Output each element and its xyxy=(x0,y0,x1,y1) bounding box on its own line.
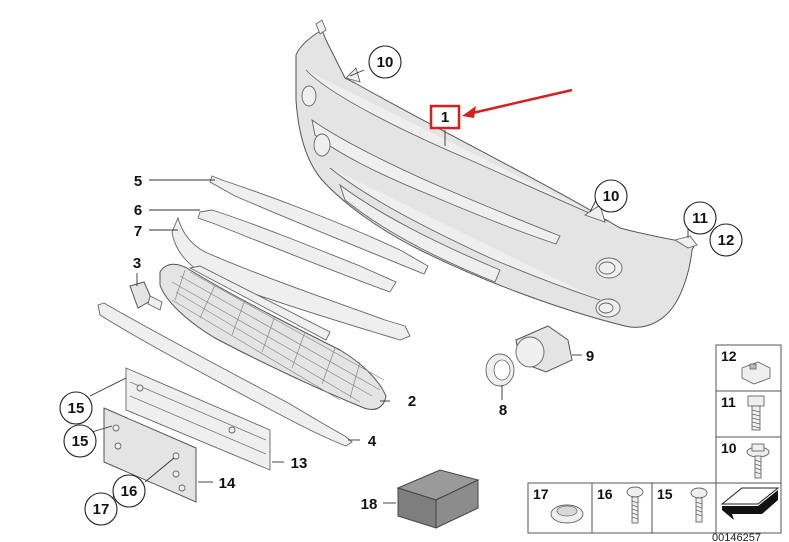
part-label-16[interactable]: 16 xyxy=(112,474,146,508)
part-label-1[interactable]: 1 xyxy=(429,104,461,130)
trim-strip-6 xyxy=(197,209,397,293)
tapping-screw-icon xyxy=(690,487,708,499)
trim-strip-4 xyxy=(97,302,353,447)
part-number-5[interactable]: 5 xyxy=(134,173,142,190)
part-label-17[interactable]: 17 xyxy=(84,492,118,526)
fastener-legend-row: 17 16 15 xyxy=(527,482,782,534)
fog-housing-9 xyxy=(515,325,573,373)
part-number-8[interactable]: 8 xyxy=(499,402,507,419)
fastener-legend-column: 12 11 10 xyxy=(715,344,782,484)
clip-nut-icon xyxy=(741,361,771,385)
fastener-number-12: 12 xyxy=(721,348,737,364)
part-number-2[interactable]: 2 xyxy=(408,393,416,410)
part-number-11: 11 xyxy=(692,210,708,227)
bracket-3 xyxy=(129,281,163,311)
parts-box-18 xyxy=(396,469,480,529)
fastener-11-cell[interactable]: 11 xyxy=(721,394,765,431)
bumper-panel xyxy=(295,19,698,328)
part-number-10-right: 10 xyxy=(603,188,620,205)
next-page-arrow-icon xyxy=(720,487,780,505)
part-number-3[interactable]: 3 xyxy=(133,255,141,272)
fastener-16-cell[interactable]: 16 xyxy=(597,486,644,524)
highlight-arrow xyxy=(462,88,573,118)
part-number-15-top: 15 xyxy=(68,400,85,417)
grille-mesh xyxy=(159,263,387,410)
next-page-arrow-cell[interactable] xyxy=(720,487,780,520)
fastener-number-17: 17 xyxy=(533,486,549,502)
part-number-14[interactable]: 14 xyxy=(219,475,236,492)
part-number-18[interactable]: 18 xyxy=(361,496,378,513)
part-number-13[interactable]: 13 xyxy=(291,455,308,472)
part-number-4[interactable]: 4 xyxy=(368,433,377,450)
plate-mount xyxy=(103,407,197,503)
part-number-9[interactable]: 9 xyxy=(586,348,594,365)
fastener-17-cell[interactable]: 17 xyxy=(533,486,584,524)
part-number-15-left: 15 xyxy=(72,433,89,450)
part-label-15-top[interactable]: 15 xyxy=(59,391,93,425)
part-label-10-top[interactable]: 10 xyxy=(368,45,402,79)
fastener-10-cell[interactable]: 10 xyxy=(721,440,770,479)
part-number-17: 17 xyxy=(93,501,110,518)
fastener-12-cell[interactable]: 12 xyxy=(721,348,771,385)
part-number-16: 16 xyxy=(121,483,138,500)
part-label-15-left[interactable]: 15 xyxy=(63,424,97,458)
part-number-1: 1 xyxy=(441,109,449,126)
bezel-ring-8 xyxy=(485,353,515,387)
fastener-number-16: 16 xyxy=(597,486,613,502)
part-number-12: 12 xyxy=(718,232,735,249)
diagram-reference: 00146257 xyxy=(712,532,761,542)
part-number-6[interactable]: 6 xyxy=(134,202,142,219)
fastener-number-11: 11 xyxy=(721,394,736,410)
part-number-7[interactable]: 7 xyxy=(134,223,142,240)
hex-bolt-icon xyxy=(747,395,765,407)
part-label-11[interactable]: 11 xyxy=(683,201,717,235)
fastener-number-10: 10 xyxy=(721,440,737,456)
phillips-screw-icon xyxy=(626,486,644,498)
part-label-12[interactable]: 12 xyxy=(709,223,743,257)
fastener-number-15: 15 xyxy=(657,486,673,502)
trim-strip-5 xyxy=(209,175,429,275)
license-plate-holder xyxy=(125,367,271,471)
part-number-10-top: 10 xyxy=(377,54,394,71)
part-label-10-right[interactable]: 10 xyxy=(594,179,628,213)
fastener-15-cell[interactable]: 15 xyxy=(657,486,708,523)
